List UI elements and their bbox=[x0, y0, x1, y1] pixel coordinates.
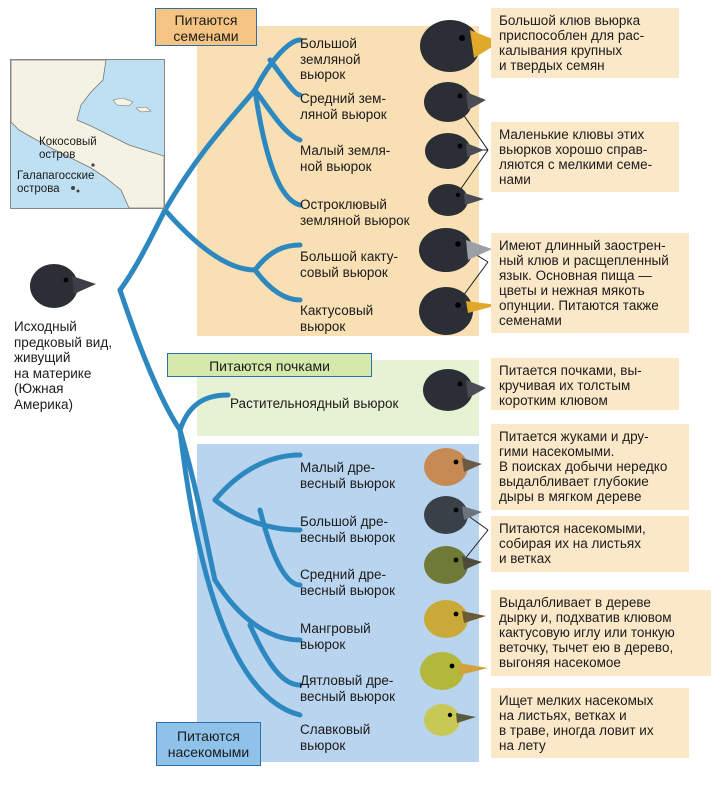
sharp-beaked-finch-icon bbox=[428, 184, 484, 216]
seed-eaters-tag: Питаются семенами bbox=[155, 8, 257, 46]
tree-branch bbox=[252, 87, 303, 143]
medium-tree-finch-icon bbox=[424, 546, 482, 584]
species-label: Большой земляной вьюрок bbox=[300, 36, 361, 82]
small-ground-finch-icon bbox=[425, 133, 484, 169]
tree-branch bbox=[257, 507, 303, 588]
woodpecker-finch-icon bbox=[420, 652, 488, 690]
tree-branch bbox=[212, 452, 303, 503]
ancestor-finch-icon bbox=[30, 264, 96, 308]
note-woodpecker: Выдалбливает в дереве дырку и, подхватив… bbox=[491, 590, 711, 676]
species-label: Малый земля- ной вьюрок bbox=[300, 143, 391, 174]
species-label: Кактусовый вьюрок bbox=[300, 303, 374, 334]
species-label: Мангровый вьюрок bbox=[300, 621, 371, 652]
tree-branch bbox=[252, 37, 303, 93]
note-cactus: Имеют длинный заострен- ный клюв и расще… bbox=[491, 233, 689, 333]
tree-branch bbox=[117, 207, 168, 293]
tree-branch bbox=[252, 87, 303, 208]
tree-branch bbox=[177, 392, 231, 433]
ancestor-label: Исходный предковый вид, живущий на матер… bbox=[14, 319, 112, 412]
note-warbler: Ищет мелких насекомых на листьях, ветках… bbox=[491, 688, 689, 758]
map-landmass bbox=[11, 60, 164, 208]
tree-branch bbox=[212, 497, 303, 533]
vegetarian-finch-icon bbox=[423, 369, 486, 411]
note-insects-leaves: Питаются насекомыми, собирая их на листь… bbox=[491, 516, 689, 572]
note-buds: Питается почками, вы- кручивая их толсты… bbox=[491, 358, 679, 410]
tree-branch bbox=[177, 427, 303, 718]
large-tree-finch-icon bbox=[424, 496, 482, 534]
tree-branch bbox=[212, 577, 303, 643]
seed-eaters-zone bbox=[197, 26, 479, 336]
species-label: Большой дре- весный вьюрок bbox=[300, 514, 395, 545]
large-cactus-finch-icon bbox=[419, 228, 492, 272]
note-small-beaks: Маленькие клювы этих вьюрков хорошо спра… bbox=[491, 122, 679, 192]
note-large-beak: Большой клюв вьюрка приспособлен для рас… bbox=[491, 8, 679, 78]
species-label: Малый дре- весный вьюрок bbox=[300, 460, 395, 491]
tree-branch bbox=[162, 207, 258, 273]
tree-branch bbox=[252, 242, 303, 273]
warbler-finch-icon bbox=[424, 704, 476, 736]
bud-eaters-tag: Питаются почками bbox=[167, 353, 372, 377]
species-label: Славковый вьюрок bbox=[300, 722, 371, 753]
species-label: Остроклювый земляной вьюрок bbox=[300, 197, 410, 228]
callout-line bbox=[459, 109, 489, 151]
insect-eaters-tag: Питаются насекомыми bbox=[156, 722, 261, 766]
cocos-island-label: Кокосовый остров bbox=[39, 136, 97, 161]
galapagos-label: Галапагосские острова bbox=[17, 170, 95, 195]
species-label: Средний дре- весный вьюрок bbox=[300, 567, 395, 598]
species-label: Дятловый дре- весный вьюрок bbox=[300, 673, 395, 704]
tree-branch bbox=[247, 622, 303, 688]
small-tree-finch-icon bbox=[424, 448, 482, 486]
species-label: Средний зем- ляной вьюрок bbox=[300, 91, 387, 122]
tree-branch bbox=[117, 287, 183, 433]
tree-branch bbox=[267, 57, 303, 98]
medium-ground-finch-icon bbox=[424, 82, 486, 122]
tree-branch bbox=[177, 427, 218, 583]
callout-line bbox=[459, 149, 489, 191]
large-ground-finch-icon bbox=[420, 20, 500, 72]
region-map: Кокосовый остров Галапагосские острова bbox=[10, 59, 165, 209]
tree-branch bbox=[252, 267, 303, 303]
tree-branch bbox=[162, 87, 258, 213]
note-beetles: Питается жуками и дру- гими насекомыми. … bbox=[491, 424, 689, 510]
cactus-finch-icon bbox=[419, 287, 498, 335]
species-label: Большой какту- совый вьюрок bbox=[300, 249, 398, 280]
mangrove-finch-icon bbox=[424, 600, 486, 638]
species-label: Растительноядный вьюрок bbox=[230, 396, 399, 411]
